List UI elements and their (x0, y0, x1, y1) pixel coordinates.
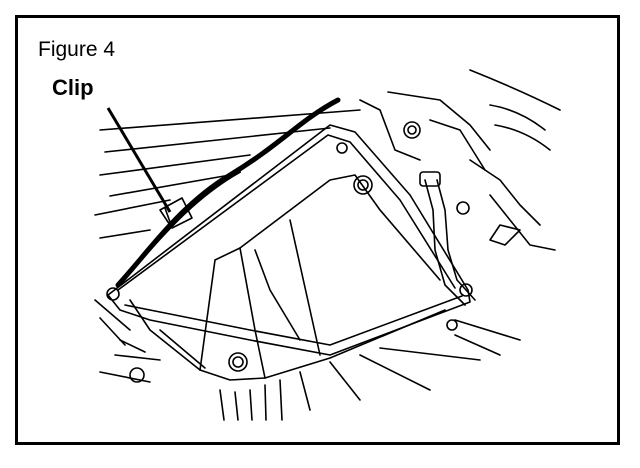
clip-leader-line (106, 107, 172, 213)
flange-bolts (106, 142, 473, 383)
figure-frame (15, 15, 620, 445)
drain-plug (228, 352, 248, 372)
oil-pan-flange (107, 124, 471, 356)
right-hose (419, 171, 476, 306)
lower-ribs (219, 319, 521, 421)
callout-clip-label: Clip (52, 75, 94, 100)
engine-block-outline (359, 69, 561, 251)
left-frame-rails (94, 109, 361, 383)
figure-title: Figure 4 (38, 38, 116, 61)
oil-pan-body (129, 174, 446, 381)
wiring-harness (115, 97, 341, 288)
clip-part (159, 197, 193, 229)
